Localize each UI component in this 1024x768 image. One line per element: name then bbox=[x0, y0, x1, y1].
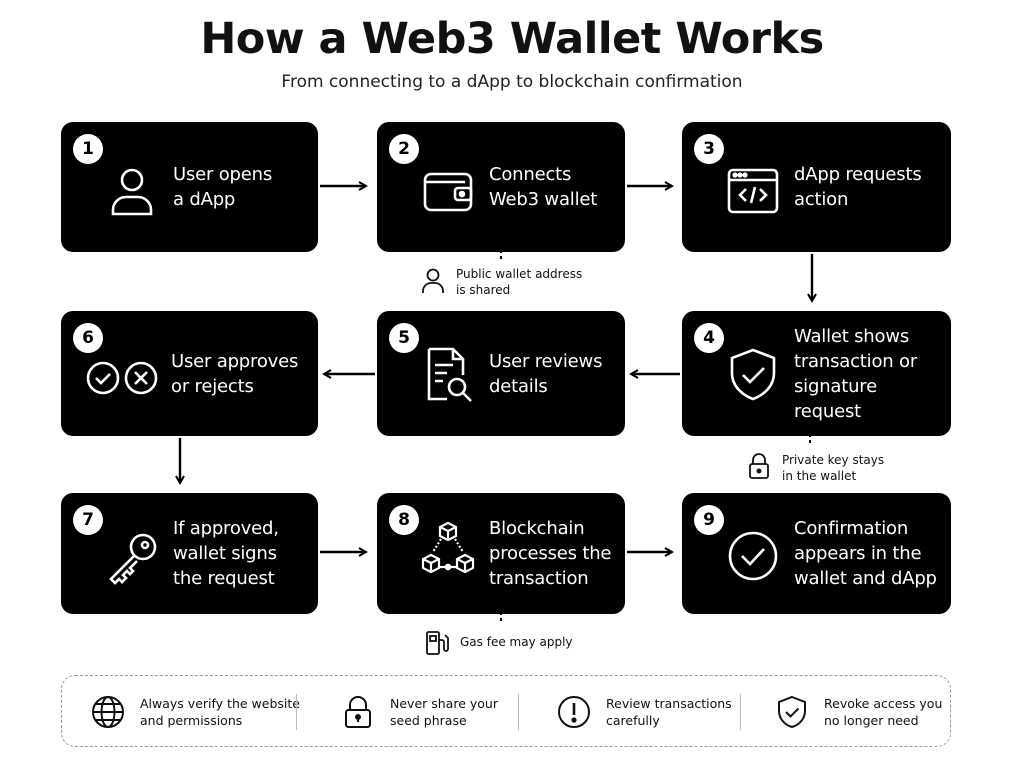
approve-reject-icon bbox=[83, 347, 163, 405]
shield-check-icon bbox=[774, 694, 810, 730]
tip-verify-website: Always verify the website and permission… bbox=[90, 676, 300, 748]
step-label: dApp requests action bbox=[794, 164, 922, 210]
tip-text: Always verify the website and permission… bbox=[140, 696, 300, 728]
user-icon bbox=[103, 162, 161, 220]
step-number: 7 bbox=[73, 505, 103, 535]
step-label: If approved, wallet signs the request bbox=[173, 518, 279, 589]
tip-seed-phrase: Never share your seed phrase bbox=[340, 676, 498, 748]
tip-text: Review transactions carefully bbox=[606, 696, 732, 728]
page-subtitle: From connecting to a dApp to blockchain … bbox=[281, 72, 743, 92]
step-number: 5 bbox=[389, 323, 419, 353]
fuel-pump-icon bbox=[424, 628, 450, 656]
tips-divider bbox=[740, 694, 741, 730]
blockchain-network-icon bbox=[419, 519, 477, 577]
step-8-card: 8 Blockchain processes the transaction bbox=[377, 493, 625, 614]
step-number: 6 bbox=[73, 323, 103, 353]
step-5-card: 5 User reviews details bbox=[377, 311, 625, 436]
step-label: Connects Web3 wallet bbox=[489, 164, 598, 210]
tip-text: Revoke access you no longer need bbox=[824, 696, 943, 728]
step-label: User reviews details bbox=[489, 350, 603, 397]
step-number: 9 bbox=[694, 505, 724, 535]
step-2-card: 2 Connects Web3 wallet bbox=[377, 122, 625, 252]
step-9-card: 9 Confirmation appears in the wallet and… bbox=[682, 493, 951, 614]
exclamation-circle-icon bbox=[556, 694, 592, 730]
tip-review-transactions: Review transactions carefully bbox=[556, 676, 732, 748]
step-label: User approves or rejects bbox=[171, 350, 299, 397]
step-6-card: 6 User approves or rejects bbox=[61, 311, 318, 436]
tip-text: Never share your seed phrase bbox=[390, 696, 498, 728]
page-title: How a Web3 Wallet Works bbox=[200, 14, 824, 64]
step-1-card: 1 User opens a dApp bbox=[61, 122, 318, 252]
key-icon bbox=[103, 529, 161, 587]
note-private-key: Private key stays in the wallet bbox=[746, 452, 884, 484]
step-4-card: 4 Wallet shows transaction or signature … bbox=[682, 311, 951, 436]
tip-revoke-access: Revoke access you no longer need bbox=[774, 676, 942, 748]
step-label: User opens a dApp bbox=[173, 164, 273, 210]
wallet-icon bbox=[419, 162, 477, 220]
lock-icon bbox=[340, 694, 376, 730]
step-7-card: 7 If approved, wallet signs the request bbox=[61, 493, 318, 614]
note-text: Gas fee may apply bbox=[460, 635, 573, 649]
document-search-icon bbox=[419, 345, 477, 403]
code-window-icon bbox=[724, 162, 782, 220]
safety-tips-bar: Always verify the website and permission… bbox=[61, 675, 951, 747]
check-circle-icon bbox=[724, 527, 782, 585]
shield-check-icon bbox=[724, 345, 782, 403]
step-label: Confirmation appears in the wallet and d… bbox=[794, 518, 937, 589]
step-number: 1 bbox=[73, 134, 103, 164]
person-icon bbox=[420, 266, 446, 294]
step-label: Blockchain processes the transaction bbox=[489, 518, 612, 589]
step-number: 8 bbox=[389, 505, 419, 535]
step-number: 3 bbox=[694, 134, 724, 164]
note-text: Public wallet address is shared bbox=[456, 267, 583, 297]
step-3-card: 3 dApp requests action bbox=[682, 122, 951, 252]
padlock-icon bbox=[746, 452, 772, 480]
globe-icon bbox=[90, 694, 126, 730]
note-public-address: Public wallet address is shared bbox=[420, 266, 582, 298]
step-number: 4 bbox=[694, 323, 724, 353]
step-number: 2 bbox=[389, 134, 419, 164]
note-gas-fee: Gas fee may apply bbox=[424, 628, 573, 656]
tips-divider bbox=[296, 694, 297, 730]
tips-divider bbox=[518, 694, 519, 730]
step-label: Wallet shows transaction or signature re… bbox=[794, 325, 918, 422]
note-text: Private key stays in the wallet bbox=[782, 453, 885, 483]
